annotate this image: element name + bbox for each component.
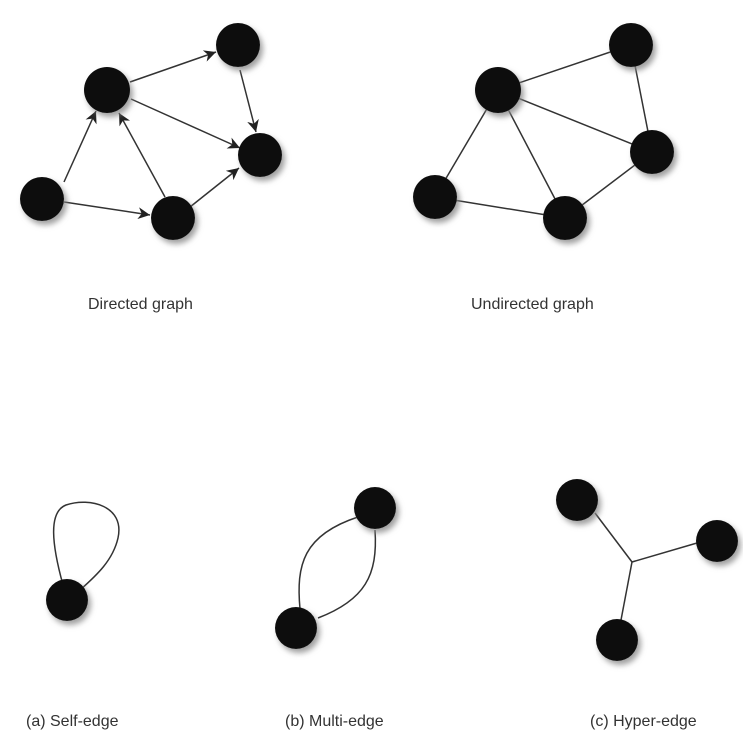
graph-node: [596, 619, 638, 661]
graph-node: [84, 67, 130, 113]
undirected-edge: [497, 89, 566, 219]
graph-node: [216, 23, 260, 67]
graph-node: [238, 133, 282, 177]
graph-node: [543, 196, 587, 240]
directed-edge: [239, 69, 259, 133]
graph-node: [475, 67, 521, 113]
graph-node: [413, 175, 457, 219]
undirected-edge: [497, 89, 653, 153]
graph-node: [556, 479, 598, 521]
hyper-edge-branch: [631, 542, 698, 563]
graph-node: [20, 177, 64, 221]
directed-graph: [20, 23, 282, 240]
undirected-graph: [413, 23, 674, 240]
hyper-edge-caption: (c) Hyper-edge: [590, 713, 697, 730]
directed-edge: [118, 112, 166, 198]
graph-node: [630, 130, 674, 174]
hyper-edge-branch: [594, 512, 633, 563]
self-loop-edge: [52, 501, 120, 591]
undirected-edge: [497, 44, 632, 91]
directed-graph-caption: Directed graph: [88, 296, 193, 313]
directed-edge: [63, 201, 151, 220]
directed-edge: [129, 50, 217, 83]
multi-edge-caption: (b) Multi-edge: [285, 713, 384, 730]
multi-edge-graph: [275, 487, 396, 649]
graph-node: [354, 487, 396, 529]
graph-node: [275, 607, 317, 649]
hyper-edge-graph: [556, 479, 738, 661]
directed-edge: [63, 110, 97, 183]
multi-edge-curve: [298, 516, 359, 610]
graph-node: [696, 520, 738, 562]
self-edge-caption: (a) Self-edge: [26, 713, 119, 730]
directed-edge: [130, 98, 241, 149]
directed-edge: [189, 167, 240, 208]
graph-node: [151, 196, 195, 240]
hyper-edge-branch: [620, 561, 633, 621]
self-edge-graph: [46, 501, 120, 621]
undirected-graph-caption: Undirected graph: [471, 296, 594, 313]
graph-node: [46, 579, 88, 621]
multi-edge-curve: [317, 529, 377, 619]
graph-node: [609, 23, 653, 67]
